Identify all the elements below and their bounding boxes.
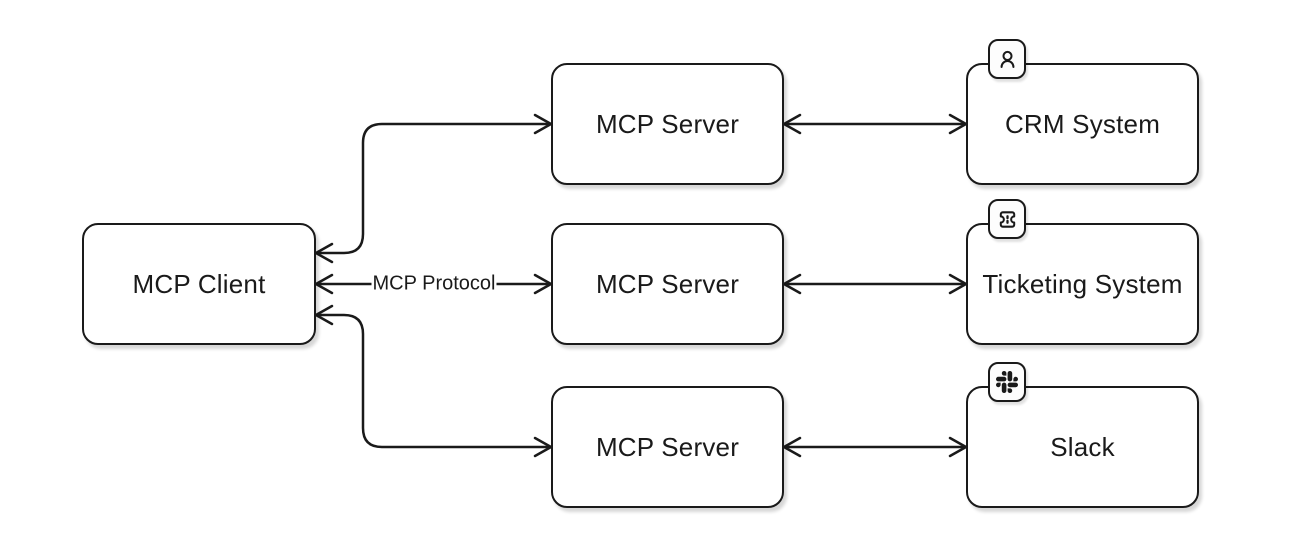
node-label: MCP Server — [595, 108, 740, 139]
node-mcp-client: MCP Client — [82, 223, 316, 345]
slack-badge — [988, 362, 1026, 402]
node-label: Slack — [1050, 431, 1115, 462]
node-mcp-server-top: MCP Server — [551, 63, 784, 185]
slack-icon — [996, 371, 1018, 393]
node-slack: Slack — [966, 362, 1199, 508]
crm-badge — [988, 39, 1026, 79]
node-label: CRM System — [1004, 108, 1161, 139]
node-label: Ticketing System — [982, 268, 1183, 299]
arrow-client-to-server-top — [314, 113, 553, 264]
node-mcp-server-middle: MCP Server — [551, 223, 784, 345]
mcp-protocol-label: MCP Protocol — [371, 272, 497, 296]
ticketing-badge — [988, 199, 1026, 239]
arrow-client-to-server-bottom — [314, 304, 553, 458]
node-ticketing-system: Ticketing System — [966, 199, 1199, 345]
node-label: MCP Client — [132, 268, 266, 299]
ticket-icon — [999, 210, 1015, 228]
node-mcp-server-bottom: MCP Server — [551, 386, 784, 508]
user-icon — [1000, 50, 1014, 68]
node-crm-system: CRM System — [966, 39, 1199, 185]
node-label: MCP Server — [595, 431, 740, 462]
node-label: MCP Server — [595, 268, 740, 299]
